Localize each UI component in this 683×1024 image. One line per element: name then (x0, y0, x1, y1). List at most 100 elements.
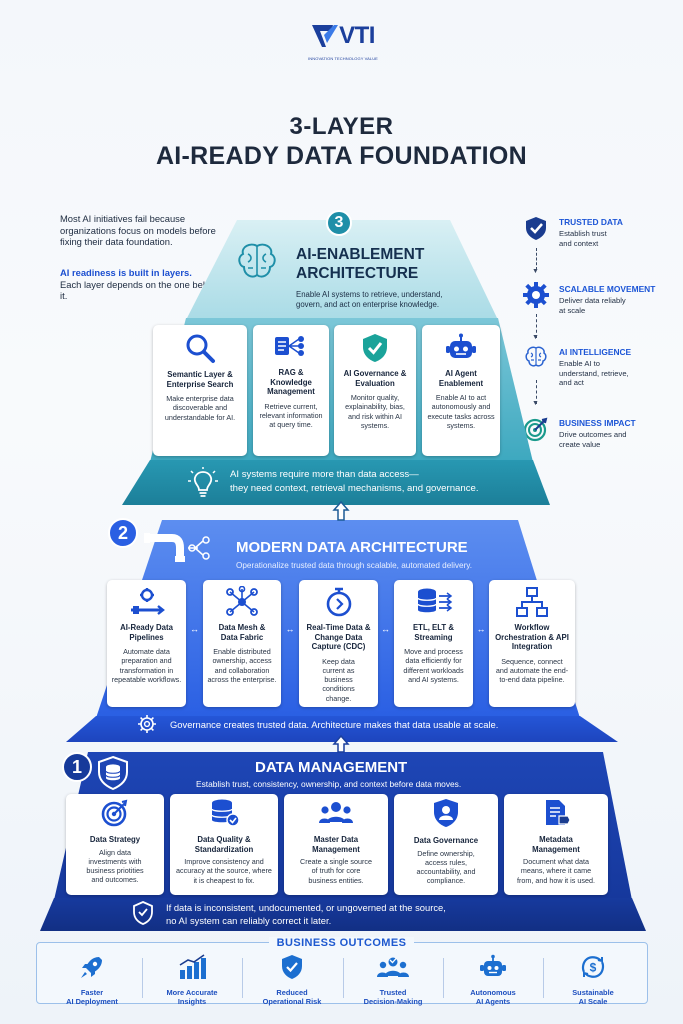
outcome-line1: Reduced (276, 988, 308, 997)
vti-logo: VTI INNOVATION TECHNOLOGY VALUE (301, 22, 385, 62)
card-title: AI Agent Enablement (438, 369, 484, 388)
legend-arrow-icon: ▼ (532, 334, 539, 341)
outcome-line2: Operational Risk (262, 997, 322, 1007)
target-icon (101, 799, 128, 827)
card-data-strategy: Data Strategy Align data investments wit… (66, 794, 164, 895)
gear-icon (523, 282, 549, 308)
layer3-title-line1: AI-ENABLEMENT (296, 246, 425, 263)
layer3-title-line2: ARCHITECTURE (296, 265, 419, 282)
intro-text: Most AI initiatives fail because organiz… (60, 213, 216, 248)
card-master-data: Master Data Management Create a single s… (284, 794, 388, 895)
card-desc: Document what data means, where it came … (517, 857, 595, 885)
legend-title: BUSINESS IMPACT (559, 418, 636, 428)
card-desc: Make enterprise data discoverable and un… (164, 394, 236, 422)
people-icon (377, 957, 409, 977)
card-real-time-cdc: Real-Time Data & Change Data Capture (CD… (299, 580, 378, 707)
card-desc: Move and process data efficiently for di… (403, 647, 464, 684)
page-title-line2: AI-READY DATA FOUNDATION (155, 142, 528, 170)
layer1-footer-line2: no AI system can reliably correct it lat… (166, 915, 332, 926)
card-data-mesh: Data Mesh & Data Fabric Enable distribut… (203, 580, 281, 707)
legend-connector (536, 248, 537, 270)
document-tag-icon (546, 800, 571, 825)
outcome-line1: More Accurate (166, 988, 218, 997)
database-flow-icon (416, 588, 452, 613)
card-desc: Enable distributed ownership, access and… (207, 647, 277, 684)
outcome-faster-ai: Faster AI Deployment (44, 954, 140, 1006)
layer1-subtitle: Establish trust, consistency, ownership,… (196, 779, 462, 789)
search-icon (186, 334, 215, 363)
intro-rest: Each layer depends on the one below it. (60, 278, 217, 302)
robot-icon (480, 954, 506, 976)
card-desc: Improve consistency and accuracy at the … (176, 857, 272, 885)
layer3-footer-line2: they need context, retrieval mechanisms,… (230, 483, 479, 494)
legend-arrow-icon: ▼ (532, 268, 539, 275)
outcome-reduced-risk: Reduced Operational Risk (244, 954, 340, 1006)
layer2-number-badge: 2 (108, 518, 138, 548)
card-data-quality: Data Quality & Standardization Improve c… (170, 794, 278, 895)
outcome-line2: AI Agents (475, 997, 511, 1007)
outcome-divider (343, 958, 344, 998)
shield-user-icon (434, 799, 458, 827)
flowchart-icon (516, 587, 548, 617)
card-ai-agent: AI Agent Enablement Enable AI to act aut… (422, 325, 500, 456)
layer1-title: DATA MANAGEMENT (255, 759, 408, 776)
card-title: Metadata Management (532, 835, 580, 854)
card-title: Data Strategy (89, 835, 141, 844)
bar-chart-icon (179, 954, 206, 979)
logo-text: VTI (339, 22, 375, 49)
shield-check-icon (363, 334, 387, 362)
shield-check-icon (282, 955, 302, 979)
card-desc: Sequence, connect and automate the end-t… (495, 656, 569, 685)
layer1-footer-line1: If data is inconsistent, undocumented, o… (166, 902, 446, 913)
card-title: Real-Time Data & Change Data Capture (CD… (306, 623, 371, 652)
outcome-divider (242, 958, 243, 998)
card-desc: Enable AI to act autonomously and execut… (427, 393, 495, 430)
shield-database-icon (98, 755, 128, 791)
lightbulb-icon (188, 467, 218, 497)
card-metadata-management: Metadata Management Document what data m… (504, 794, 608, 895)
up-arrow-icon (332, 734, 350, 753)
layer3-number-badge: 3 (326, 210, 352, 236)
double-arrow-icon: ↔ (190, 624, 199, 634)
card-desc: Define ownership, access rules, accounta… (416, 848, 476, 886)
card-data-governance: Data Governance Define ownership, access… (394, 794, 498, 895)
card-ai-governance: AI Governance & Evaluation Monitor quali… (334, 325, 416, 456)
outcome-line2: AI Scale (578, 997, 608, 1007)
outcome-autonomous-agents: Autonomous AI Agents (445, 954, 541, 1006)
people-icon (319, 802, 353, 823)
layer2-footer: Governance creates trusted data. Archite… (170, 719, 499, 730)
card-ai-ready-pipelines: AI-Ready Data Pipelines Automate data pr… (107, 580, 186, 707)
outcomes-frame (36, 942, 648, 1004)
outcomes-title: BUSINESS OUTCOMES (0, 937, 683, 949)
layer2-title: MODERN DATA ARCHITECTURE (236, 539, 468, 556)
intro-highlight: AI readiness is built in layers. (60, 267, 192, 278)
double-arrow-icon: ↔ (285, 624, 295, 634)
pipeline-icon (144, 533, 210, 562)
layer2-subtitle: Operationalize trusted data through scal… (236, 561, 473, 570)
shield-check-icon (526, 217, 546, 240)
outcome-divider (142, 958, 143, 998)
legend-connector (536, 380, 537, 404)
up-arrow-icon (332, 500, 350, 521)
legend-connector (536, 314, 537, 338)
outcome-divider (543, 958, 544, 998)
card-title: ETL, ELT & Streaming (412, 623, 454, 642)
card-etl-elt: ETL, ELT & Streaming Move and process da… (394, 580, 473, 707)
outcome-accurate-insights: More Accurate Insights (144, 954, 240, 1006)
card-desc: Create a single source of truth for core… (300, 857, 372, 885)
card-desc: Monitor quality, explainability, bias, a… (345, 393, 405, 430)
card-title: Master Data Management (312, 835, 360, 854)
outcome-line2: Insights (177, 997, 207, 1007)
card-title: Data Governance (413, 836, 479, 845)
legend-title: AI INTELLIGENCE (559, 347, 632, 357)
card-title: AI-Ready Data Pipelines (120, 623, 173, 642)
outcome-line2: AI Deployment (66, 997, 118, 1007)
outcome-trusted-decisions: Trusted Decision-Making (345, 954, 441, 1006)
legend-desc: Deliver data reliably at scale (559, 296, 626, 315)
outcome-line2: Decision-Making (363, 997, 423, 1007)
card-desc: Align data investments with business pri… (86, 847, 144, 885)
document-network-icon (275, 336, 304, 356)
shield-check-icon (133, 901, 153, 925)
brain-icon (525, 346, 547, 367)
card-desc: Keep data current as business conditions… (322, 656, 355, 703)
